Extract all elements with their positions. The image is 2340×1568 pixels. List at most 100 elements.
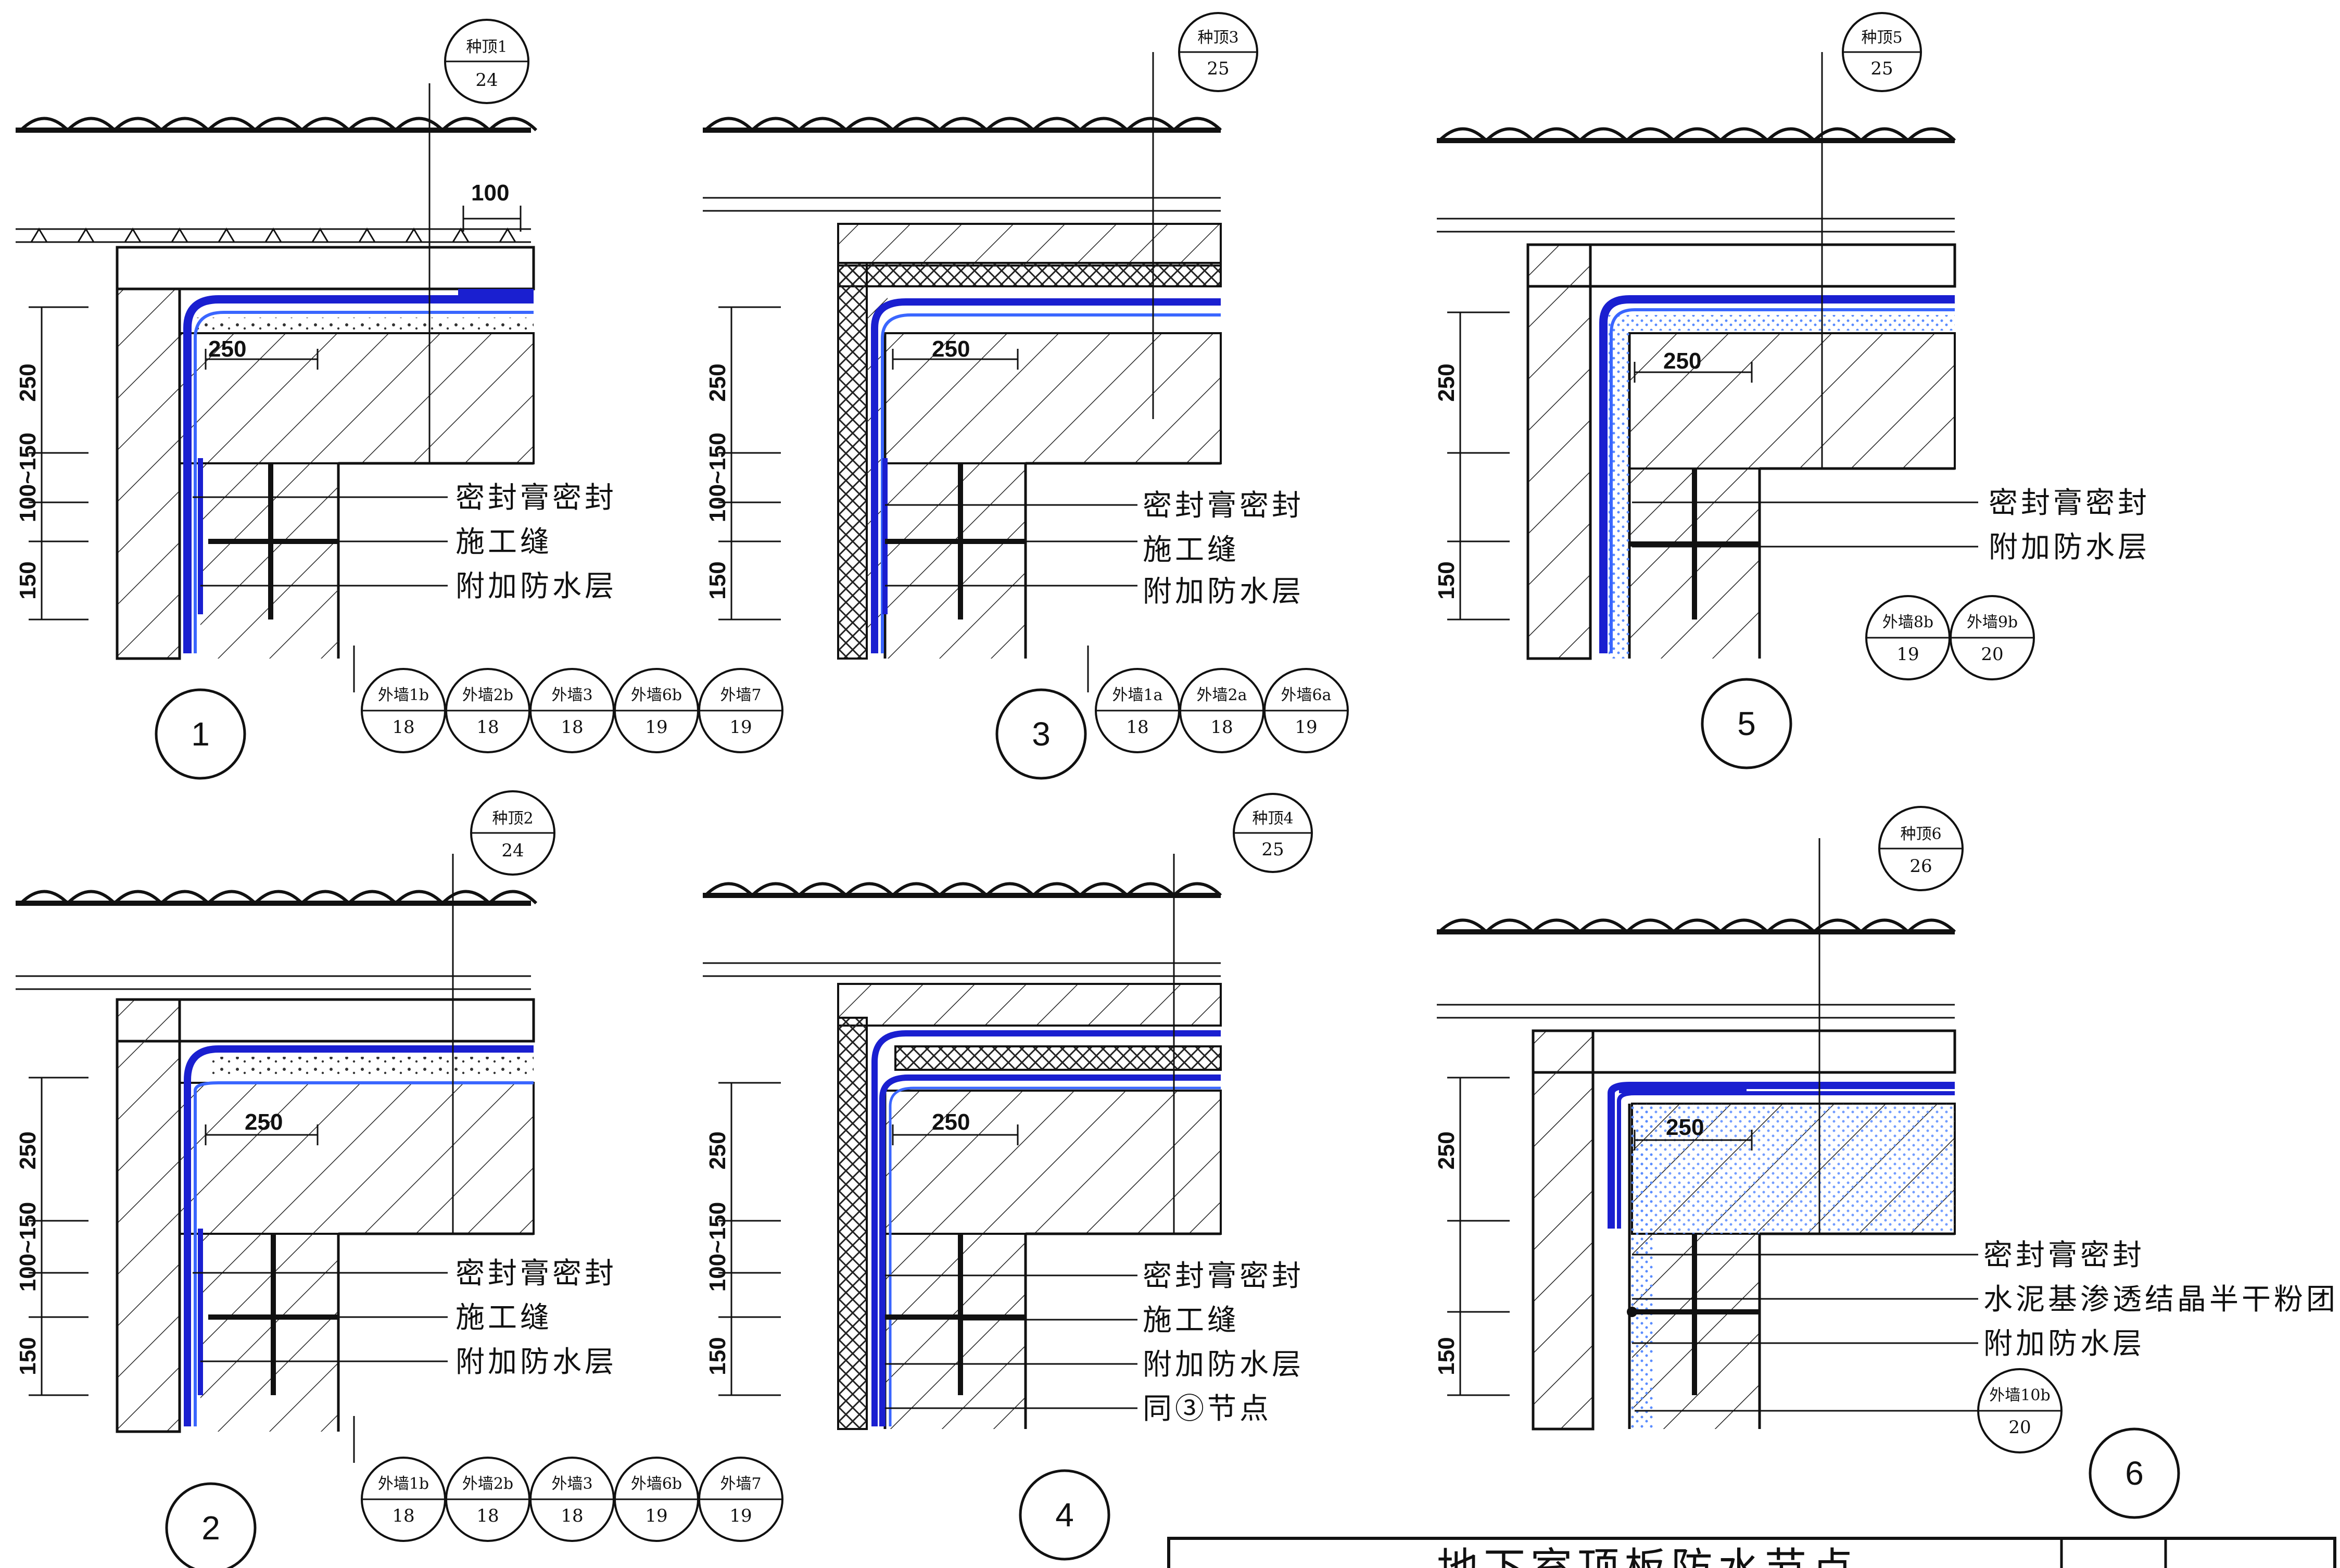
svg-text:24: 24	[501, 840, 524, 861]
svg-text:附加防水层: 附加防水层	[1983, 1327, 2145, 1361]
svg-text:外墙2b: 外墙2b	[462, 686, 513, 704]
detail-number-6: 6	[2089, 1427, 2180, 1519]
svg-text:250: 250	[932, 1109, 970, 1135]
svg-text:密封膏密封: 密封膏密封	[1143, 1259, 1304, 1293]
svg-text:18: 18	[476, 1506, 499, 1526]
dimension-chain	[29, 206, 522, 621]
svg-text:外墙1b: 外墙1b	[378, 1475, 429, 1493]
svg-text:种顶5: 种顶5	[1861, 29, 1902, 47]
label-construction-joint: 施工缝	[456, 525, 552, 559]
detail-1: 250 100~150 150 250 100 密封膏密封 施工缝 附加防水层 …	[15, 19, 783, 780]
svg-text:种顶3: 种顶3	[1197, 29, 1238, 47]
svg-text:18: 18	[392, 1506, 414, 1526]
svg-text:100~150: 100~150	[705, 1202, 730, 1292]
svg-text:种顶6: 种顶6	[1900, 825, 1941, 843]
label-sealant: 密封膏密封	[456, 481, 617, 515]
dim-100-150: 100~150	[15, 433, 41, 523]
svg-text:19: 19	[729, 717, 752, 738]
svg-text:外墙1a: 外墙1a	[1112, 686, 1163, 704]
svg-text:外墙7: 外墙7	[720, 1475, 761, 1493]
svg-text:100~150: 100~150	[705, 433, 730, 523]
svg-text:250: 250	[15, 1131, 41, 1169]
svg-text:种顶1: 种顶1	[466, 38, 507, 56]
svg-text:同③节点: 同③节点	[1143, 1392, 1272, 1426]
svg-text:19: 19	[1295, 717, 1317, 738]
svg-text:150: 150	[705, 561, 730, 599]
svg-text:密封膏密封: 密封膏密封	[456, 1257, 617, 1291]
svg-text:24: 24	[475, 70, 498, 91]
svg-text:100~150: 100~150	[15, 1202, 41, 1292]
svg-text:施工缝: 施工缝	[456, 1301, 552, 1335]
svg-text:18: 18	[476, 717, 499, 738]
detail-number-5: 5	[1701, 678, 1792, 769]
svg-text:外墙1b: 外墙1b	[378, 686, 429, 704]
svg-text:外墙2b: 外墙2b	[462, 1475, 513, 1493]
roof-ref-bubble: 种顶6 26	[1878, 806, 1964, 891]
svg-text:18: 18	[561, 1506, 583, 1526]
svg-text:150: 150	[1434, 1337, 1459, 1375]
svg-text:250: 250	[705, 363, 730, 401]
svg-text:25: 25	[1261, 839, 1284, 860]
roof-ref-bubble: 种顶4 25	[1233, 793, 1313, 873]
leader-lines	[193, 83, 448, 692]
svg-text:4: 4	[1055, 1496, 1074, 1534]
screed-layer	[193, 318, 534, 333]
svg-text:外墙6b: 外墙6b	[631, 1475, 682, 1493]
svg-text:19: 19	[645, 717, 667, 738]
roof-ref-bubble: 种顶3 25	[1178, 12, 1258, 92]
svg-text:密封膏密封: 密封膏密封	[1983, 1238, 2145, 1272]
wall-insulation	[837, 262, 868, 660]
svg-text:150: 150	[1434, 561, 1459, 599]
svg-text:18: 18	[1210, 717, 1233, 738]
roof-ref-bubble: 种顶1 24	[444, 19, 529, 104]
svg-text:25: 25	[1207, 58, 1229, 79]
svg-text:外墙3: 外墙3	[551, 1475, 592, 1493]
svg-text:19: 19	[729, 1506, 752, 1526]
svg-text:外墙8b: 外墙8b	[1882, 613, 1933, 631]
svg-text:附加防水层: 附加防水层	[456, 1345, 617, 1379]
svg-text:2: 2	[201, 1509, 220, 1547]
detail-4: 250 100~150 150 250 密封膏密封 施工缝 附加防水层 同③节点…	[703, 793, 1313, 1561]
svg-text:密封膏密封: 密封膏密封	[1143, 489, 1304, 523]
svg-text:外墙3: 外墙3	[551, 686, 592, 704]
svg-text:250: 250	[1663, 348, 1701, 374]
dim-100: 100	[471, 180, 509, 206]
svg-text:250: 250	[932, 336, 970, 362]
svg-text:6: 6	[2125, 1455, 2144, 1492]
waterproof-membrane-outer	[194, 311, 534, 653]
detail-number-3: 3	[995, 688, 1087, 780]
svg-text:外墙7: 外墙7	[720, 686, 761, 704]
drawing-title: 地下室顶板防水节点	[1437, 1544, 1858, 1568]
svg-text:外墙10b: 外墙10b	[1989, 1386, 2050, 1405]
detail-3: 250 100~150 150 250 密封膏密封 施工缝 附加防水层 种顶3 …	[703, 12, 1349, 780]
svg-text:20: 20	[1981, 644, 2003, 665]
svg-text:施工缝: 施工缝	[1143, 1304, 1239, 1337]
roof-ref-bubble: 种顶5 25	[1842, 12, 1922, 92]
detail-2: 250 100~150 150 250 密封膏密封 施工缝 附加防水层 种顶2 …	[15, 790, 783, 1568]
svg-text:19: 19	[1896, 644, 1919, 665]
svg-text:附加防水层: 附加防水层	[1989, 530, 2150, 564]
title-block: 地下室顶板防水节点	[1167, 1537, 2336, 1568]
svg-text:5: 5	[1737, 705, 1756, 742]
wall-ref-bubbles: 外墙10b 20	[1977, 1368, 2063, 1453]
svg-text:20: 20	[2008, 1417, 2031, 1438]
svg-text:18: 18	[561, 717, 583, 738]
svg-text:外墙9b: 外墙9b	[1967, 613, 2018, 631]
dim-250: 250	[15, 363, 41, 401]
detail-number-2: 2	[165, 1482, 257, 1568]
svg-text:外墙6b: 外墙6b	[631, 686, 682, 704]
svg-text:250: 250	[1434, 363, 1459, 401]
roof-ref-bubble: 种顶2 24	[470, 790, 555, 876]
wall-ref-bubbles: 外墙8b 19 外墙9b 20	[1865, 595, 2035, 680]
svg-text:1: 1	[191, 715, 210, 753]
slab-section	[179, 332, 535, 464]
drainage-layer	[16, 227, 531, 243]
dim-150: 150	[15, 561, 41, 599]
wall-section	[116, 246, 181, 660]
svg-text:150: 150	[15, 1337, 41, 1375]
waterproof-membrane	[183, 295, 534, 653]
